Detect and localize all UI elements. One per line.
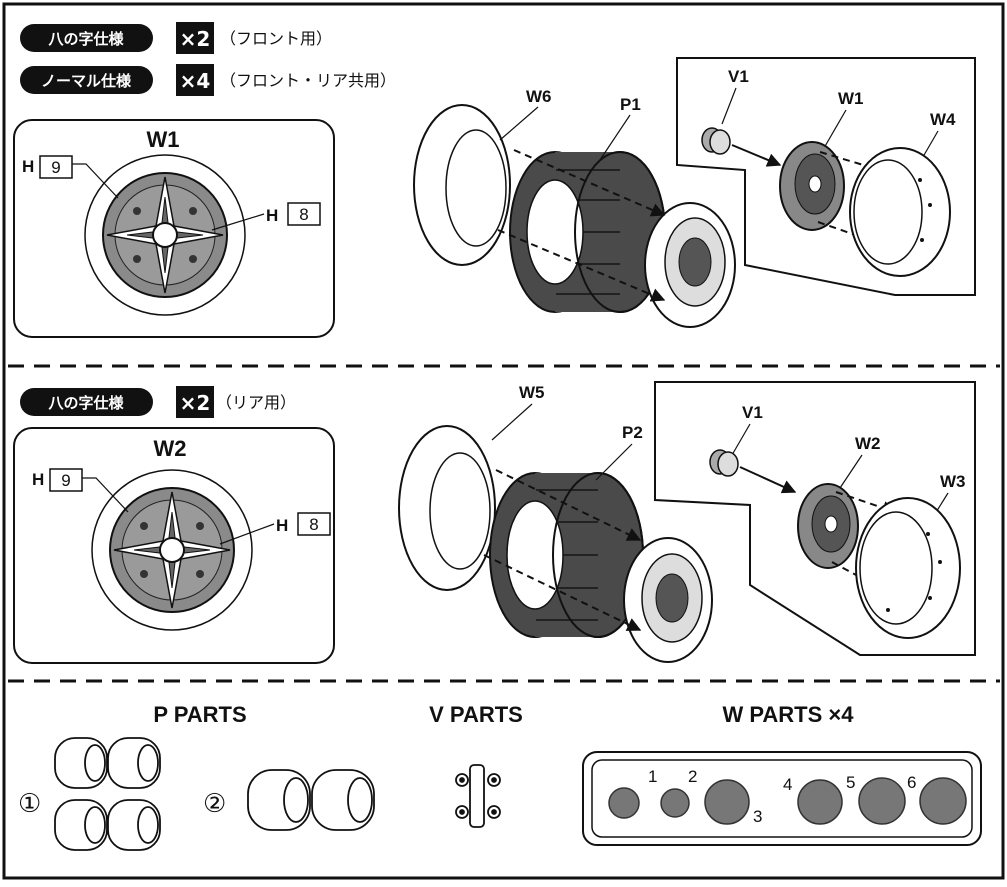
callout-right-num-w1: 8 <box>299 205 308 224</box>
mult-1: ×2 <box>180 27 211 51</box>
callout-right-letter-w2: H <box>276 516 288 535</box>
badge-hachi-rear-label: 八の字仕様 <box>47 394 124 412</box>
w-part-5 <box>858 777 906 825</box>
v-parts-sprue <box>455 764 501 828</box>
label-w1-detail: W1 <box>838 89 864 108</box>
label-w6: W6 <box>526 87 552 106</box>
label-w5: W5 <box>519 383 545 402</box>
p-group-1-number: ① <box>18 789 41 819</box>
badge-hachi-front <box>20 24 153 52</box>
p-group-2-number: ② <box>203 789 226 819</box>
w-part-1 <box>608 787 640 819</box>
callout-left-letter-w1: H <box>22 157 34 176</box>
callout-right-leader-w1 <box>211 213 265 231</box>
wheel-w2-face <box>91 469 253 631</box>
w-num-6: 6 <box>907 773 916 792</box>
label-v1-rear: V1 <box>742 403 763 422</box>
mult-box-2 <box>176 64 214 96</box>
callout-left-leader-w1 <box>72 163 119 199</box>
wheel-title-w1: W1 <box>147 127 180 152</box>
callout-left-box-w1 <box>39 155 73 179</box>
w-num-3: 3 <box>753 807 762 826</box>
badge-normal-label: ノーマル仕様 <box>41 72 132 90</box>
label-p1: P1 <box>620 95 641 114</box>
badge-hachi-front-label: 八の字仕様 <box>47 30 124 48</box>
rim-w3 <box>855 497 961 639</box>
assembly-front <box>413 104 736 328</box>
w-parts-sprue: 1 2 3 4 5 6 <box>582 751 982 846</box>
valve-cap-v1-rear <box>709 449 739 477</box>
callout-right-leader-w2 <box>219 523 275 545</box>
note-front: （フロント用） <box>220 29 332 48</box>
mult-3: ×2 <box>180 391 211 415</box>
note-front-rear: （フロント・リア共用） <box>220 71 396 90</box>
note-rear: （リア用） <box>216 393 296 412</box>
mult-2: ×4 <box>180 69 211 93</box>
w-num-5: 5 <box>846 773 855 792</box>
section-front: 八の字仕様 ×2 （フロント用） ノーマル仕様 ×4 （フロント・リア共用） W… <box>13 22 976 338</box>
section-parts: P PARTS V PARTS W PARTS ×4 ① ② <box>18 702 982 851</box>
label-p2: P2 <box>622 423 643 442</box>
w-part-2 <box>660 788 690 818</box>
callout-left-letter-w2: H <box>32 470 44 489</box>
badge-normal <box>20 66 153 94</box>
label-w3: W3 <box>940 472 966 491</box>
callout-left-box-w2 <box>49 468 83 492</box>
label-w2-detail: W2 <box>855 434 881 453</box>
p-parts-group-1 <box>54 737 161 851</box>
callout-right-box-w2 <box>297 512 331 536</box>
label-v1-front: V1 <box>728 67 749 86</box>
w-part-4 <box>797 779 843 825</box>
w-num-4: 4 <box>783 775 792 794</box>
w-parts-title: W PARTS ×4 <box>722 702 854 727</box>
wheel-title-w2: W2 <box>154 436 187 461</box>
wheel-w1-face <box>84 154 246 316</box>
w-num-2: 2 <box>688 767 697 786</box>
disc-w2-detail <box>797 483 859 569</box>
mult-box-1 <box>176 22 214 54</box>
label-w4: W4 <box>930 110 956 129</box>
callout-right-num-w2: 8 <box>309 515 318 534</box>
callout-left-leader-w2 <box>82 477 129 513</box>
p-parts-title: P PARTS <box>153 702 246 727</box>
mult-box-3 <box>176 386 214 418</box>
callout-left-num-w1: 9 <box>51 158 60 177</box>
callout-right-letter-w1: H <box>266 206 278 225</box>
p-parts-group-2 <box>247 769 375 831</box>
w-part-3 <box>704 779 750 825</box>
callout-right-box-w1 <box>287 202 321 226</box>
callout-left-num-w2: 9 <box>61 471 70 490</box>
w-part-6 <box>919 777 967 825</box>
assembly-rear <box>398 425 713 663</box>
w-num-1: 1 <box>648 767 657 786</box>
v-parts-title: V PARTS <box>429 702 523 727</box>
valve-cap-v1-front <box>701 127 731 155</box>
section-rear: 八の字仕様 ×2 （リア用） W2 H 9 H 8 <box>13 381 976 664</box>
badge-hachi-rear <box>20 388 153 416</box>
disc-w1-detail <box>779 141 845 231</box>
rim-w4 <box>849 147 951 277</box>
